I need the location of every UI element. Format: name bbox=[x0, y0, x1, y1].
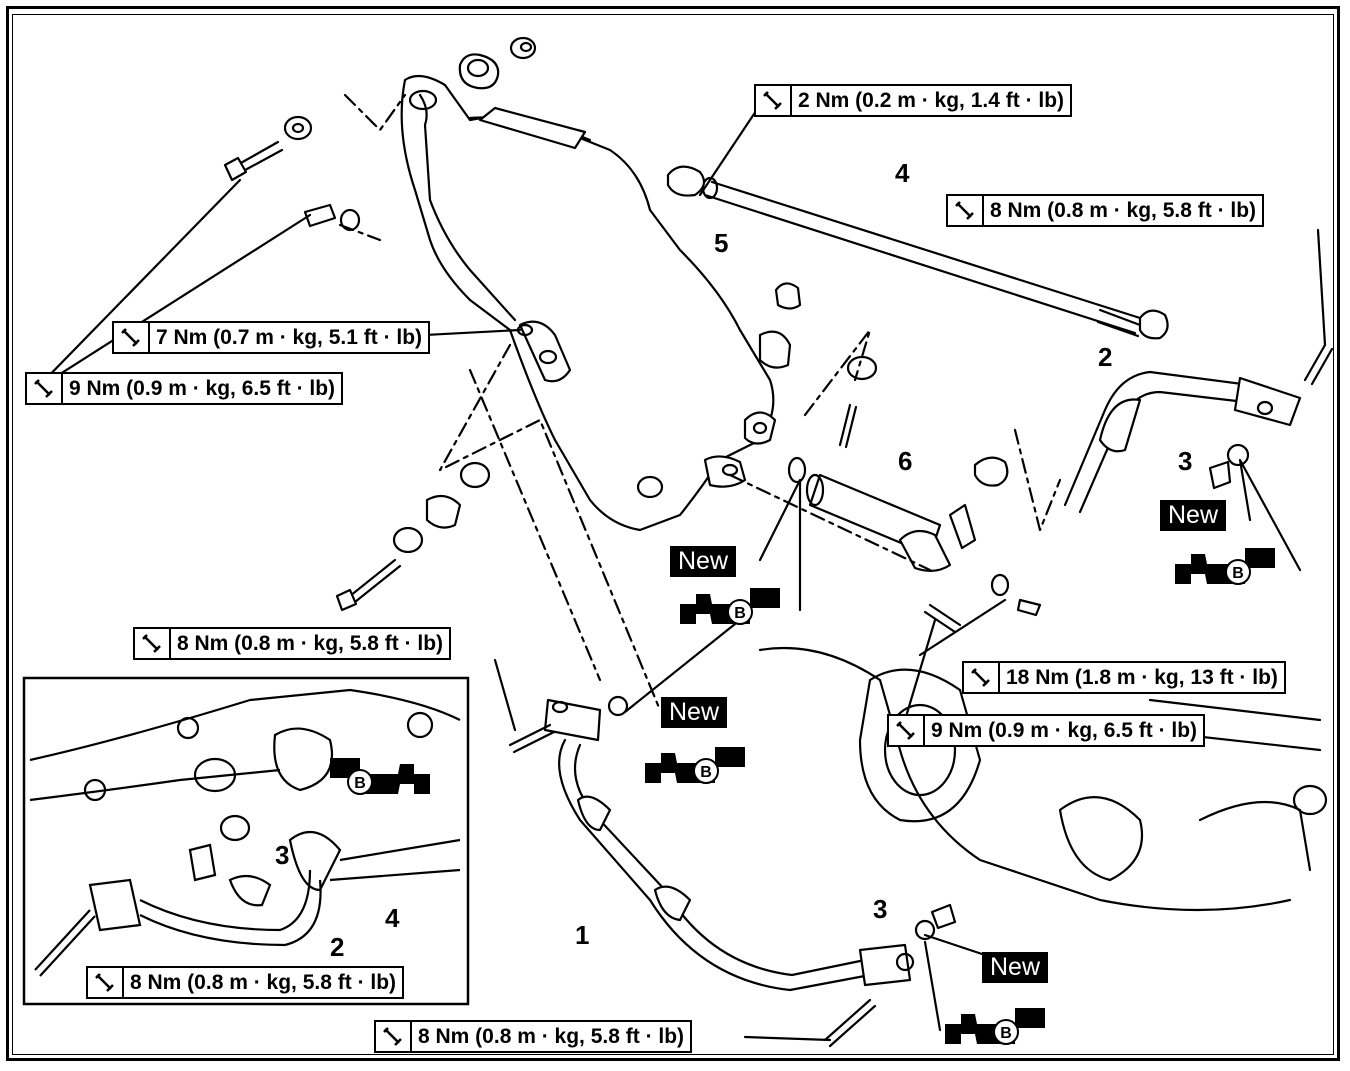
torque-value: 7 Nm (0.7 m · kg, 5.1 ft · lb) bbox=[156, 325, 423, 349]
torque-wrench-icon bbox=[114, 323, 150, 352]
part-number-4: 4 bbox=[385, 903, 400, 933]
part-number-2: 2 bbox=[1098, 342, 1113, 372]
torque-callout: 2 Nm (0.2 m · kg, 1.4 ft · lb) bbox=[754, 84, 1073, 117]
grease-label: B bbox=[1000, 1025, 1012, 1042]
outer-frame bbox=[6, 6, 1340, 1061]
part-number-3: 3 bbox=[275, 840, 290, 870]
part-number-3: 3 bbox=[1178, 446, 1193, 476]
torque-callout: 7 Nm (0.7 m · kg, 5.1 ft · lb) bbox=[112, 321, 431, 354]
torque-value: 18 Nm (1.8 m · kg, 13 ft · lb) bbox=[1006, 665, 1278, 689]
torque-callout: 8 Nm (0.8 m · kg, 5.8 ft · lb) bbox=[86, 966, 405, 999]
pipe-2 bbox=[1063, 370, 1252, 514]
grease-label: B bbox=[734, 605, 746, 622]
torque-wrench-icon bbox=[964, 663, 1000, 692]
torque-wrench-icon bbox=[948, 196, 984, 225]
torque-callout: 18 Nm (1.8 m · kg, 13 ft · lb) bbox=[962, 661, 1286, 694]
torque-callout: 8 Nm (0.8 m · kg, 5.8 ft · lb) bbox=[374, 1020, 693, 1053]
torque-callout: 8 Nm (0.8 m · kg, 5.8 ft · lb) bbox=[946, 194, 1265, 227]
torque-value: 8 Nm (0.8 m · kg, 5.8 ft · lb) bbox=[130, 970, 397, 994]
torque-wrench-icon bbox=[376, 1022, 412, 1051]
torque-wrench-icon bbox=[27, 374, 63, 403]
part-number-1: 1 bbox=[575, 920, 590, 950]
new-tag: New bbox=[670, 546, 737, 577]
part-number-2: 2 bbox=[330, 932, 345, 962]
grease-label: B bbox=[354, 775, 366, 792]
torque-wrench-icon bbox=[88, 968, 124, 997]
torque-value: 9 Nm (0.9 m · kg, 6.5 ft · lb) bbox=[69, 376, 336, 400]
grease-gun-icon bbox=[330, 548, 1275, 1044]
torque-callout: 8 Nm (0.8 m · kg, 5.8 ft · lb) bbox=[133, 627, 452, 660]
grease-label: B bbox=[700, 764, 712, 781]
torque-wrench-icon bbox=[135, 629, 171, 658]
part-number-6: 6 bbox=[898, 446, 913, 476]
torque-value: 2 Nm (0.2 m · kg, 1.4 ft · lb) bbox=[798, 88, 1065, 112]
part-number-4: 4 bbox=[895, 158, 910, 188]
torque-value: 8 Nm (0.8 m · kg, 5.8 ft · lb) bbox=[177, 631, 444, 655]
new-tag: New bbox=[1160, 500, 1227, 531]
part-number-3: 3 bbox=[873, 894, 888, 924]
part-number-5: 5 bbox=[714, 228, 729, 258]
torque-callout: 9 Nm (0.9 m · kg, 6.5 ft · lb) bbox=[25, 372, 344, 405]
torque-value: 9 Nm (0.9 m · kg, 6.5 ft · lb) bbox=[931, 718, 1198, 742]
torque-wrench-icon bbox=[756, 86, 792, 115]
grease-label: B bbox=[1232, 565, 1244, 582]
new-tag: New bbox=[661, 697, 728, 728]
torque-value: 8 Nm (0.8 m · kg, 5.8 ft · lb) bbox=[990, 198, 1257, 222]
new-tag: New bbox=[982, 952, 1049, 983]
hose-4 bbox=[703, 180, 1142, 335]
torque-wrench-icon bbox=[889, 716, 925, 745]
torque-value: 8 Nm (0.8 m · kg, 5.8 ft · lb) bbox=[418, 1024, 685, 1048]
torque-callout: 9 Nm (0.9 m · kg, 6.5 ft · lb) bbox=[887, 714, 1206, 747]
inner-frame bbox=[12, 14, 1334, 1055]
